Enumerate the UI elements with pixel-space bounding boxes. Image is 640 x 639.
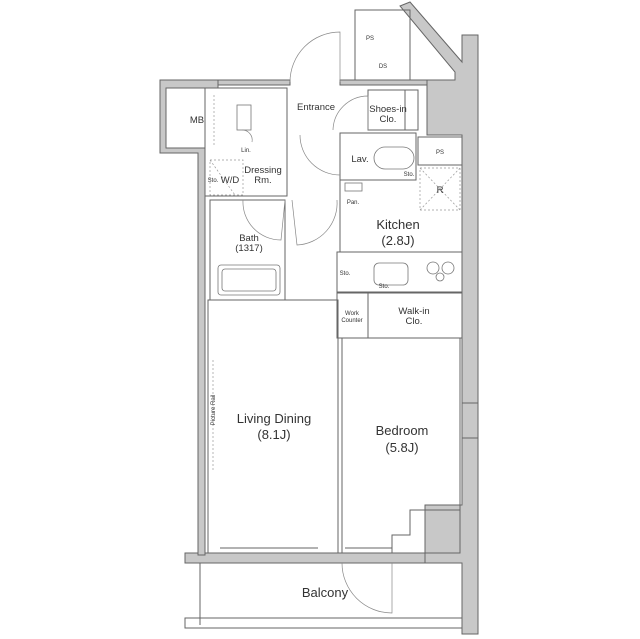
shelf	[344, 182, 363, 192]
stove-burner	[441, 261, 455, 275]
label-pan: Pan.	[347, 200, 360, 206]
balcony-door[interactable]	[341, 562, 393, 614]
top-wall-right	[339, 79, 428, 86]
mb-wall	[159, 79, 219, 556]
label-clo: Clo.	[380, 114, 397, 125]
label-lin: Lin.	[241, 148, 251, 154]
stove-burner	[435, 272, 445, 282]
label-entrance: Entrance	[297, 102, 335, 113]
label-wd: W/D	[221, 175, 240, 186]
sink	[373, 262, 409, 286]
balcony-wall	[184, 552, 426, 564]
window-right	[461, 402, 479, 439]
kitchen-door[interactable]	[291, 199, 338, 246]
label-lav: Lav.	[351, 154, 368, 165]
label-mb: MB	[190, 115, 204, 126]
label-picture-rail: Picture Rail	[211, 395, 217, 426]
label-sto-wd: Sto.	[208, 178, 219, 184]
stove-burner	[426, 261, 440, 275]
label-ds: DS	[379, 64, 387, 70]
label-dressing: Dressing	[244, 165, 282, 176]
label-shoes-in: Shoes-in	[369, 104, 407, 115]
lav-door[interactable]	[299, 134, 341, 176]
label-bedroom-size: (5.8J)	[385, 440, 418, 455]
toilet	[373, 146, 415, 170]
entrance-door[interactable]	[289, 31, 341, 83]
label-ps-right: PS	[436, 150, 444, 156]
label-walk-in-clo: Clo.	[406, 316, 423, 327]
label-living-dining-size: (8.1J)	[257, 427, 290, 442]
label-counter: Counter	[341, 318, 362, 324]
top-wall-left	[217, 79, 291, 86]
label-kitchen-size: (2.8J)	[381, 233, 414, 248]
label-sto-counter: Sto.	[379, 284, 390, 290]
linen-door[interactable]	[241, 129, 253, 143]
label-sto-lav: Sto.	[404, 172, 415, 178]
label-bath: Bath	[239, 233, 259, 244]
label-ps-top: PS	[366, 36, 374, 42]
bath-door[interactable]	[242, 199, 286, 241]
label-balcony: Balcony	[302, 585, 349, 600]
label-living-dining: Living Dining	[237, 411, 311, 426]
doors[interactable]	[241, 31, 393, 614]
room-labels: MB PS DS Entrance Shoes-in Clo. Lav. PS …	[190, 36, 444, 600]
label-kitchen: Kitchen	[376, 217, 419, 232]
label-walk-in: Walk-in	[398, 306, 429, 317]
label-work: Work	[345, 311, 360, 317]
label-refrigerator: R	[437, 185, 444, 196]
balcony-railing	[184, 617, 463, 629]
label-rm: Rm.	[254, 175, 271, 186]
label-bedroom: Bedroom	[376, 423, 429, 438]
label-sto-kitchen: Sto.	[340, 271, 351, 277]
shoes-clo-door[interactable]	[332, 95, 369, 131]
interior-walls	[184, 9, 479, 629]
label-bath-size: (1317)	[235, 243, 262, 254]
washbasin	[236, 104, 252, 131]
